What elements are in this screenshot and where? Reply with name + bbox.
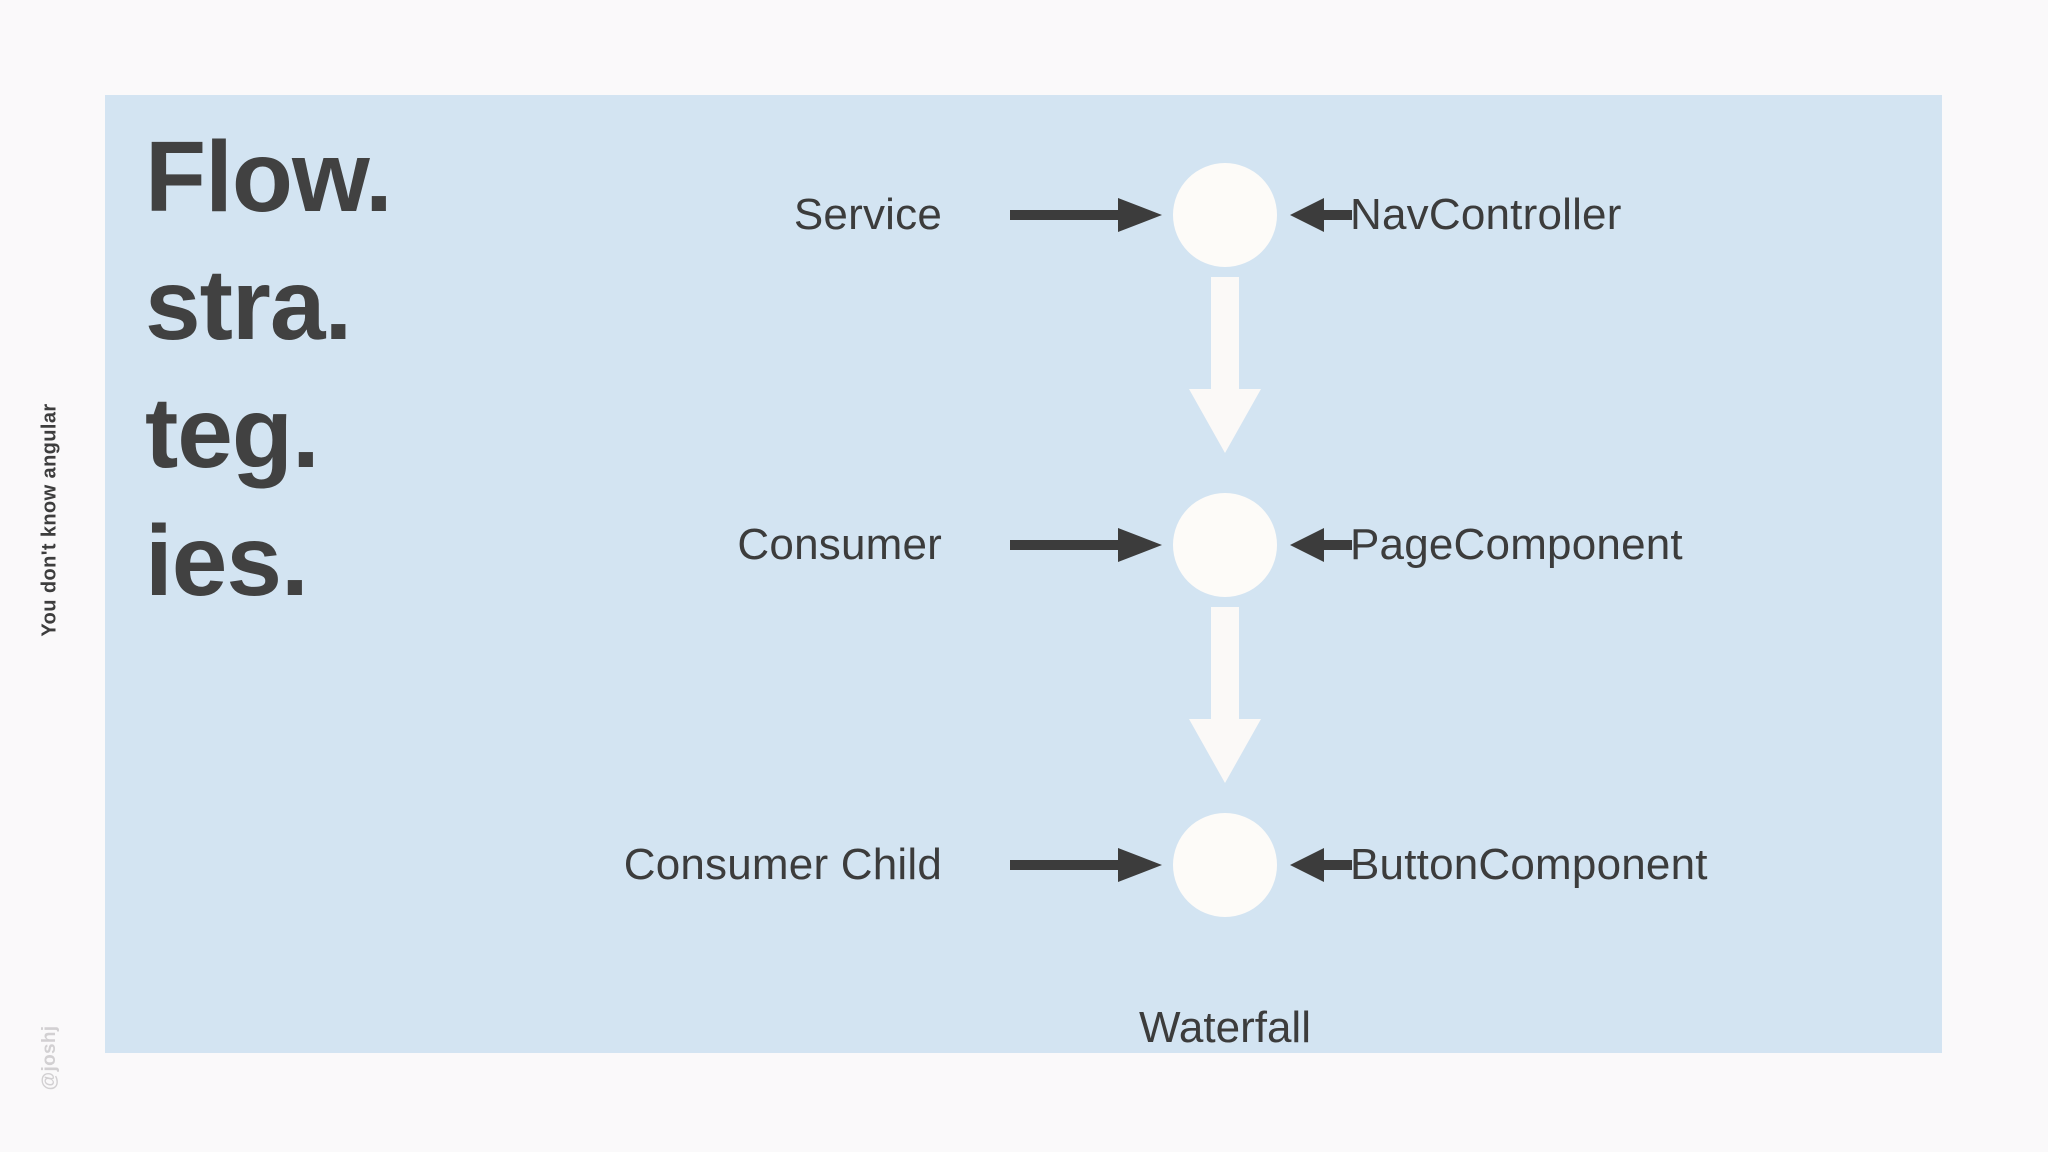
connector-arrow-1 (1173, 277, 1277, 459)
author-handle: @joshj (39, 1025, 60, 1091)
row-3-left-label: Consumer Child (623, 840, 942, 889)
row-3-right-label: ButtonComponent (1350, 840, 1708, 889)
waterfall-caption: Waterfall (1139, 1003, 1311, 1052)
diagram-row-2: Consumer PageComponent (105, 493, 1942, 597)
connector-arrow-2 (1173, 607, 1277, 789)
page-title: Flow. stra. teg. ies. (145, 113, 393, 625)
row-2-left-label: Consumer (737, 520, 942, 569)
arrow-right-icon (1010, 198, 1162, 232)
title-line-2: stra. (145, 249, 352, 361)
diagram-row-3: Consumer Child ButtonComponent (105, 813, 1942, 917)
arrow-right-icon (1010, 528, 1162, 562)
arrow-left-icon (1290, 848, 1352, 882)
diagram-row-1: Service NavController (105, 163, 1942, 267)
flow-diagram: Service NavController Consumer (105, 95, 1942, 1053)
row-1-left-label: Service (793, 190, 942, 239)
node-circle-2 (1173, 493, 1277, 597)
title-line-1: Flow. (145, 121, 393, 233)
arrow-down-icon (1189, 607, 1261, 783)
title-line-3: teg. (145, 377, 320, 489)
row-1-right-label: NavController (1350, 190, 1622, 239)
node-circle-3 (1173, 813, 1277, 917)
node-circle-1 (1173, 163, 1277, 267)
rail-tagline: You don't know angular (38, 403, 61, 637)
arrow-down-icon (1189, 277, 1261, 453)
title-line-4: ies. (145, 505, 309, 617)
slide-panel: Flow. stra. teg. ies. Service NavControl… (105, 95, 1942, 1053)
arrow-left-icon (1290, 198, 1352, 232)
arrow-left-icon (1290, 528, 1352, 562)
row-2-right-label: PageComponent (1350, 520, 1683, 569)
arrow-right-icon (1010, 848, 1162, 882)
left-rail: You don't know angular @joshj (0, 0, 105, 1152)
